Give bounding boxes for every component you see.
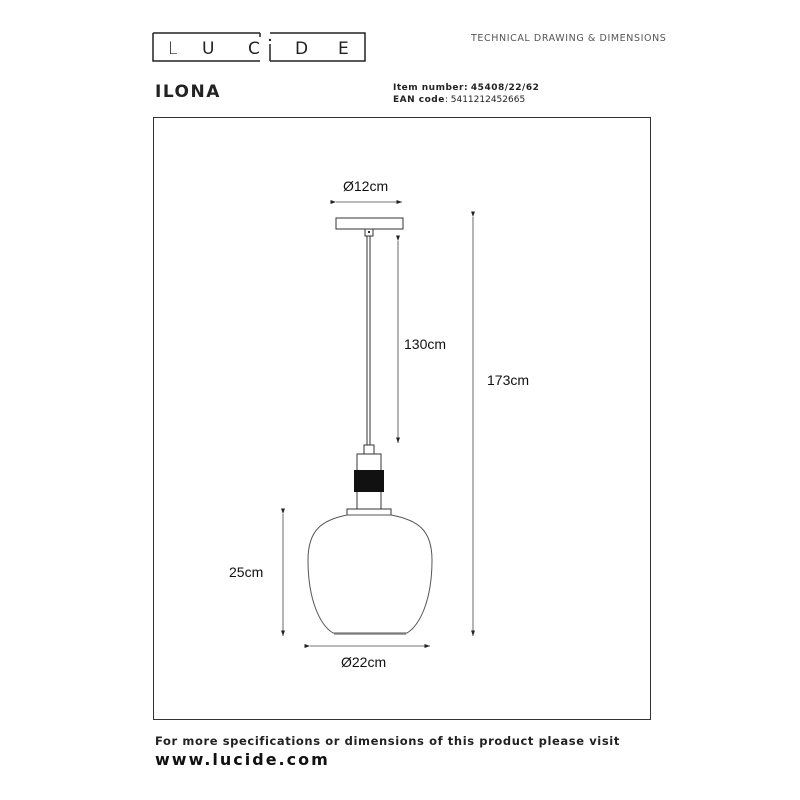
lucide-logo: L U C D E <box>152 32 366 62</box>
shade-diameter-label: Ø22cm <box>341 654 387 670</box>
footer-note: For more specifications or dimensions of… <box>155 734 620 748</box>
product-name: ILONA <box>155 82 221 102</box>
svg-text:C: C <box>248 39 260 59</box>
ean-code-label: EAN code <box>393 95 445 105</box>
cable-length-label: 130cm <box>404 336 447 352</box>
svg-text:L: L <box>168 39 177 59</box>
product-meta: Item number: 45408/22/62 EAN code: 54112… <box>393 82 539 106</box>
canopy-diameter-label: Ø12cm <box>343 178 389 194</box>
document-title: TECHNICAL DRAWING & DIMENSIONS <box>471 33 667 44</box>
ean-code-row: EAN code: 5411212452665 <box>393 94 539 106</box>
shade-height-label: 25cm <box>229 564 264 580</box>
item-number-value: 45408/22/62 <box>470 83 540 93</box>
ean-code-value: : 5411212452665 <box>444 95 526 105</box>
svg-text:E: E <box>338 39 349 59</box>
svg-text:U: U <box>202 39 214 59</box>
item-number-label: Item number: <box>393 83 469 93</box>
website-link[interactable]: www.lucide.com <box>155 750 330 769</box>
svg-text:D: D <box>295 39 308 59</box>
drawing-frame <box>153 117 651 720</box>
item-number-row: Item number: 45408/22/62 <box>393 82 539 94</box>
total-height-label: 173cm <box>487 372 530 388</box>
